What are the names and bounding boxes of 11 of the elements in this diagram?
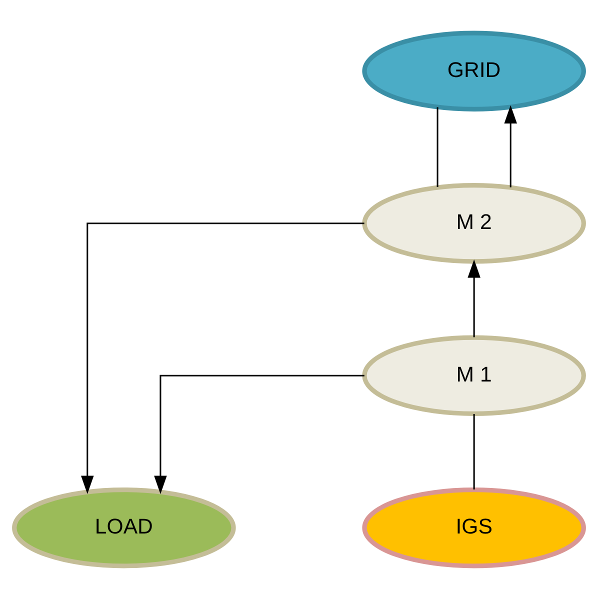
connector: [436, 107, 438, 188]
arrow: [468, 259, 480, 338]
node-ellipse: M 1: [362, 335, 586, 416]
connector: [473, 414, 475, 490]
arrow: [81, 222, 364, 494]
arrow: [504, 105, 517, 188]
arrow: [154, 374, 364, 494]
node-ellipse: IGS: [362, 488, 586, 568]
node-ellipse: M 2: [362, 183, 586, 264]
node-ellipse: GRID: [362, 30, 586, 112]
node-ellipse: LOAD: [12, 488, 236, 568]
